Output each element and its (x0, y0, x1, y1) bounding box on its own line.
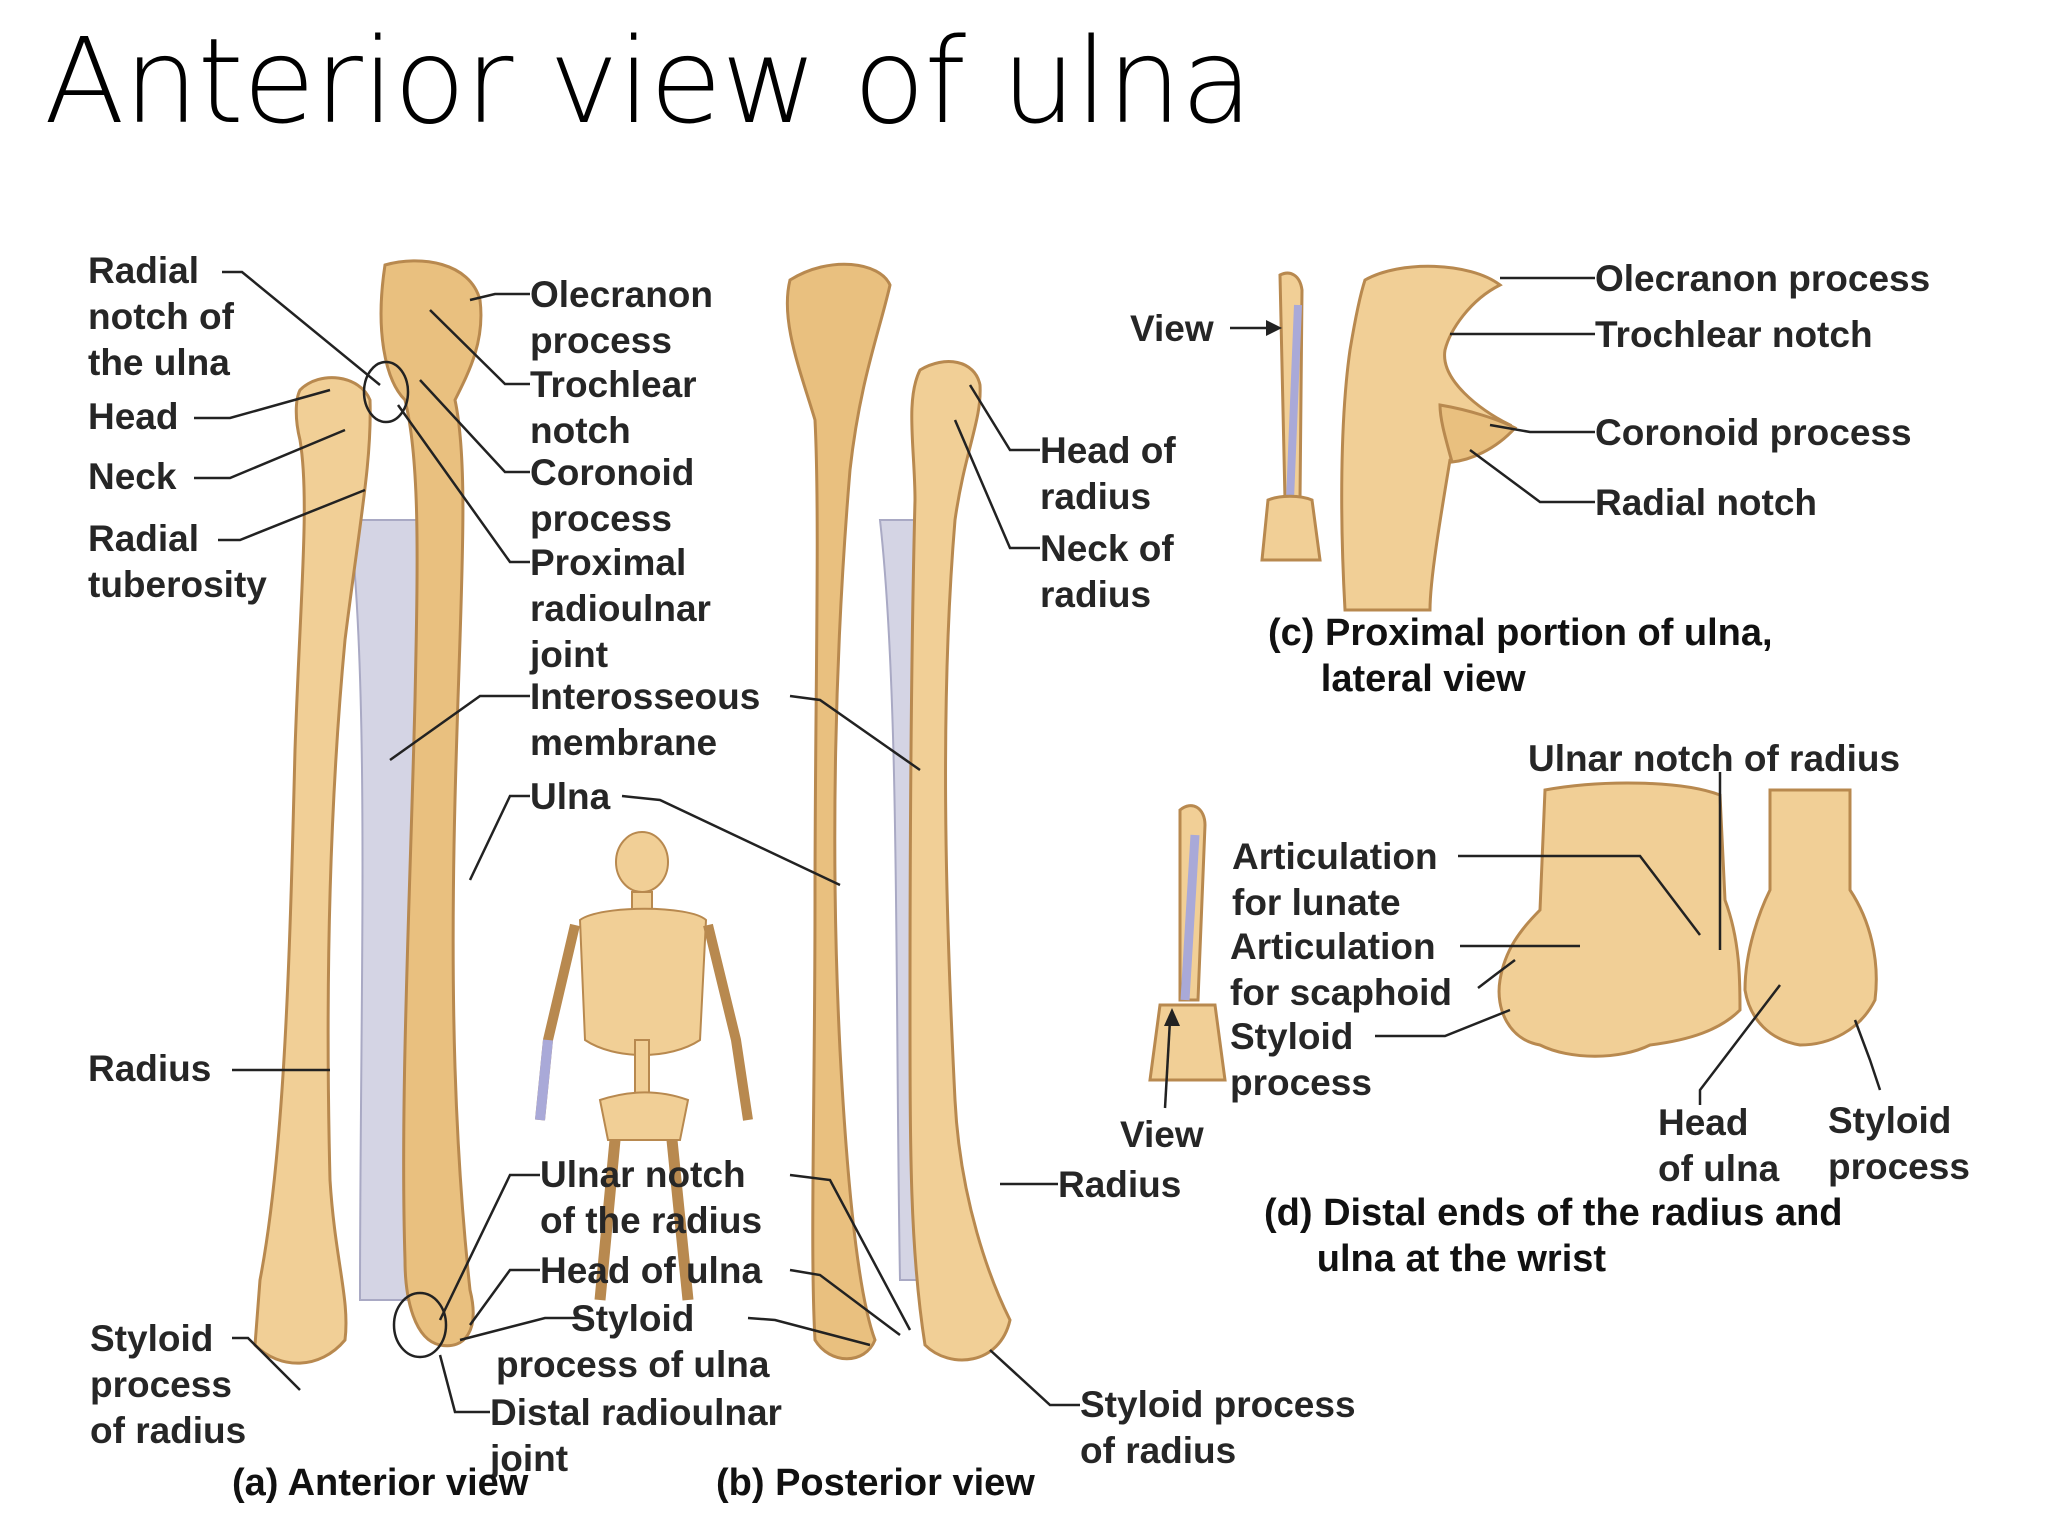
label-radius-a: Radius (88, 1048, 212, 1089)
panel-d-illustration (1148, 781, 1878, 1082)
caption-panel-d: (d) Distal ends of the radius and ulna a… (1264, 1192, 1843, 1280)
label-radial-notch: Radial notch of the ulna (88, 250, 234, 383)
label-head: Head (88, 396, 179, 437)
panel-b-illustration (785, 262, 1012, 1362)
label-view-d: View (1120, 1114, 1204, 1155)
label-radial-tuberosity: Radial tuberosity (88, 518, 267, 605)
caption-panel-c: (c) Proximal portion of ulna, lateral vi… (1268, 612, 1773, 700)
label-distal-radioulnar-joint: Distal radioulnar joint (490, 1392, 782, 1479)
ulna-bone-b (785, 262, 892, 1361)
caption-panel-b: (b) Posterior view (716, 1462, 1035, 1504)
label-ulnar-notch-of-radius: Ulnar notch of the radius (540, 1154, 763, 1241)
label-ulna: Ulna (530, 776, 611, 817)
distal-joint-circle (392, 1291, 448, 1359)
label-styloid-process-d: Styloid process (1230, 1016, 1372, 1103)
label-radial-notch-c: Radial notch (1595, 482, 1818, 523)
label-proximal-radioulnar-joint: Proximal radioulnar joint (530, 542, 711, 675)
skeleton-figure (535, 831, 753, 1301)
radius-bone-b (908, 360, 1012, 1362)
label-trochlear-notch-c: Trochlear notch (1595, 314, 1873, 355)
label-neck-of-radius: Neck of radius (1040, 528, 1174, 615)
label-view-c: View (1130, 308, 1214, 349)
leader-lines (194, 270, 1882, 1414)
label-trochlear-notch: Trochlear notch (530, 364, 697, 451)
label-styloid-process-ulna-d: Styloid process (1828, 1100, 1970, 1187)
panel-a-illustration (253, 259, 483, 1365)
ulna-distal-end (1743, 788, 1878, 1047)
label-head-of-ulna: Head of ulna (540, 1250, 763, 1291)
label-ulnar-notch-of-radius-d: Ulnar notch of radius (1528, 738, 1901, 779)
label-coronoid-process: Coronoid process (530, 452, 695, 539)
label-radius-b: Radius (1058, 1164, 1182, 1205)
label-olecranon-process-c: Olecranon process (1595, 258, 1931, 299)
label-olecranon-process: Olecranon process (530, 274, 713, 361)
panel-c-illustration (1260, 264, 1518, 612)
label-styloid-process-of-ulna: Styloid process of ulna (496, 1298, 770, 1385)
proximal-joint-circle (362, 360, 410, 424)
label-articulation-scaphoid: Articulation for scaphoid (1230, 926, 1453, 1013)
radius-distal-end (1497, 781, 1742, 1058)
caption-panel-a: (a) Anterior view (232, 1462, 529, 1504)
label-head-of-ulna-d: Head of ulna (1658, 1102, 1780, 1189)
label-head-of-radius: Head of radius (1040, 430, 1176, 517)
label-styloid-process-of-radius-a: Styloid process of radius (90, 1318, 247, 1451)
radius-bone-a (253, 376, 372, 1365)
label-articulation-lunate: Articulation for lunate (1232, 836, 1438, 923)
slide-title: Anterior view of ulna (44, 12, 1253, 150)
label-neck: Neck (88, 456, 177, 497)
ulna-bone-a (379, 259, 483, 1348)
label-coronoid-process-c: Coronoid process (1595, 412, 1912, 453)
label-interosseous-membrane: Interosseous membrane (530, 676, 761, 763)
label-styloid-process-of-radius-b: Styloid process of radius (1080, 1384, 1356, 1471)
